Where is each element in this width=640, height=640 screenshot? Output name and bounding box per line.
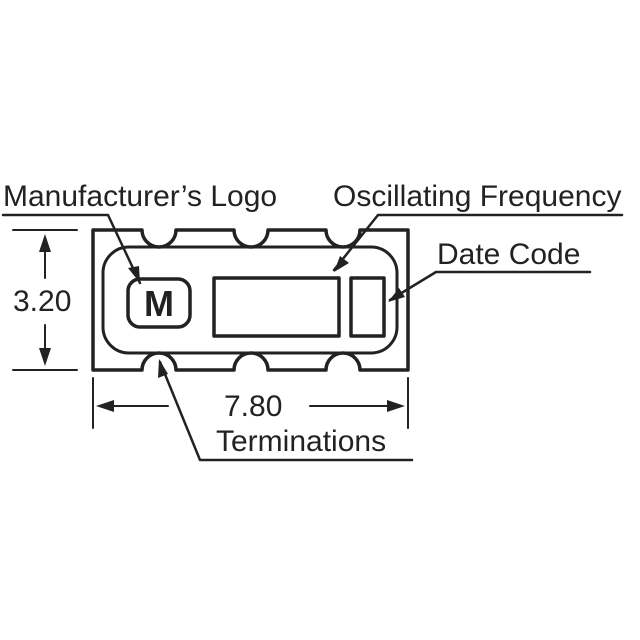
width-dimension: [92, 377, 409, 429]
manufacturer-logo-icon: M: [144, 283, 174, 324]
logo-box: [126, 277, 192, 329]
terminations-leader-arrowhead: [158, 359, 168, 378]
terminations-leader-line: [158, 360, 414, 462]
height-dimension: [12, 229, 78, 371]
terminations-label: Terminations: [216, 425, 386, 458]
date-code-label: Date Code: [437, 238, 580, 271]
date-code-marking-box: [349, 276, 386, 338]
manufacturer-logo-label: Manufacturer’s Logo: [3, 180, 277, 213]
logo-leader-line: [1, 213, 142, 285]
height-arrow-up-icon: [39, 234, 51, 252]
oscillating-frequency-label: Oscillating Frequency: [333, 180, 621, 213]
width-arrow-right-icon: [387, 400, 405, 412]
frequency-leader-line: [332, 213, 624, 272]
frequency-leader-arrowhead: [334, 256, 349, 272]
package-body: M: [91, 228, 410, 372]
date-code-leader-line: [388, 270, 592, 302]
package-outline: [91, 228, 410, 372]
width-dimension-label: 7.80: [224, 390, 282, 423]
package-inner-outline: [101, 245, 399, 355]
frequency-marking-box: [212, 276, 341, 338]
width-arrow-left-icon: [96, 400, 114, 412]
height-arrow-down-icon: [39, 348, 51, 366]
height-dimension-label: 3.20: [13, 285, 71, 318]
